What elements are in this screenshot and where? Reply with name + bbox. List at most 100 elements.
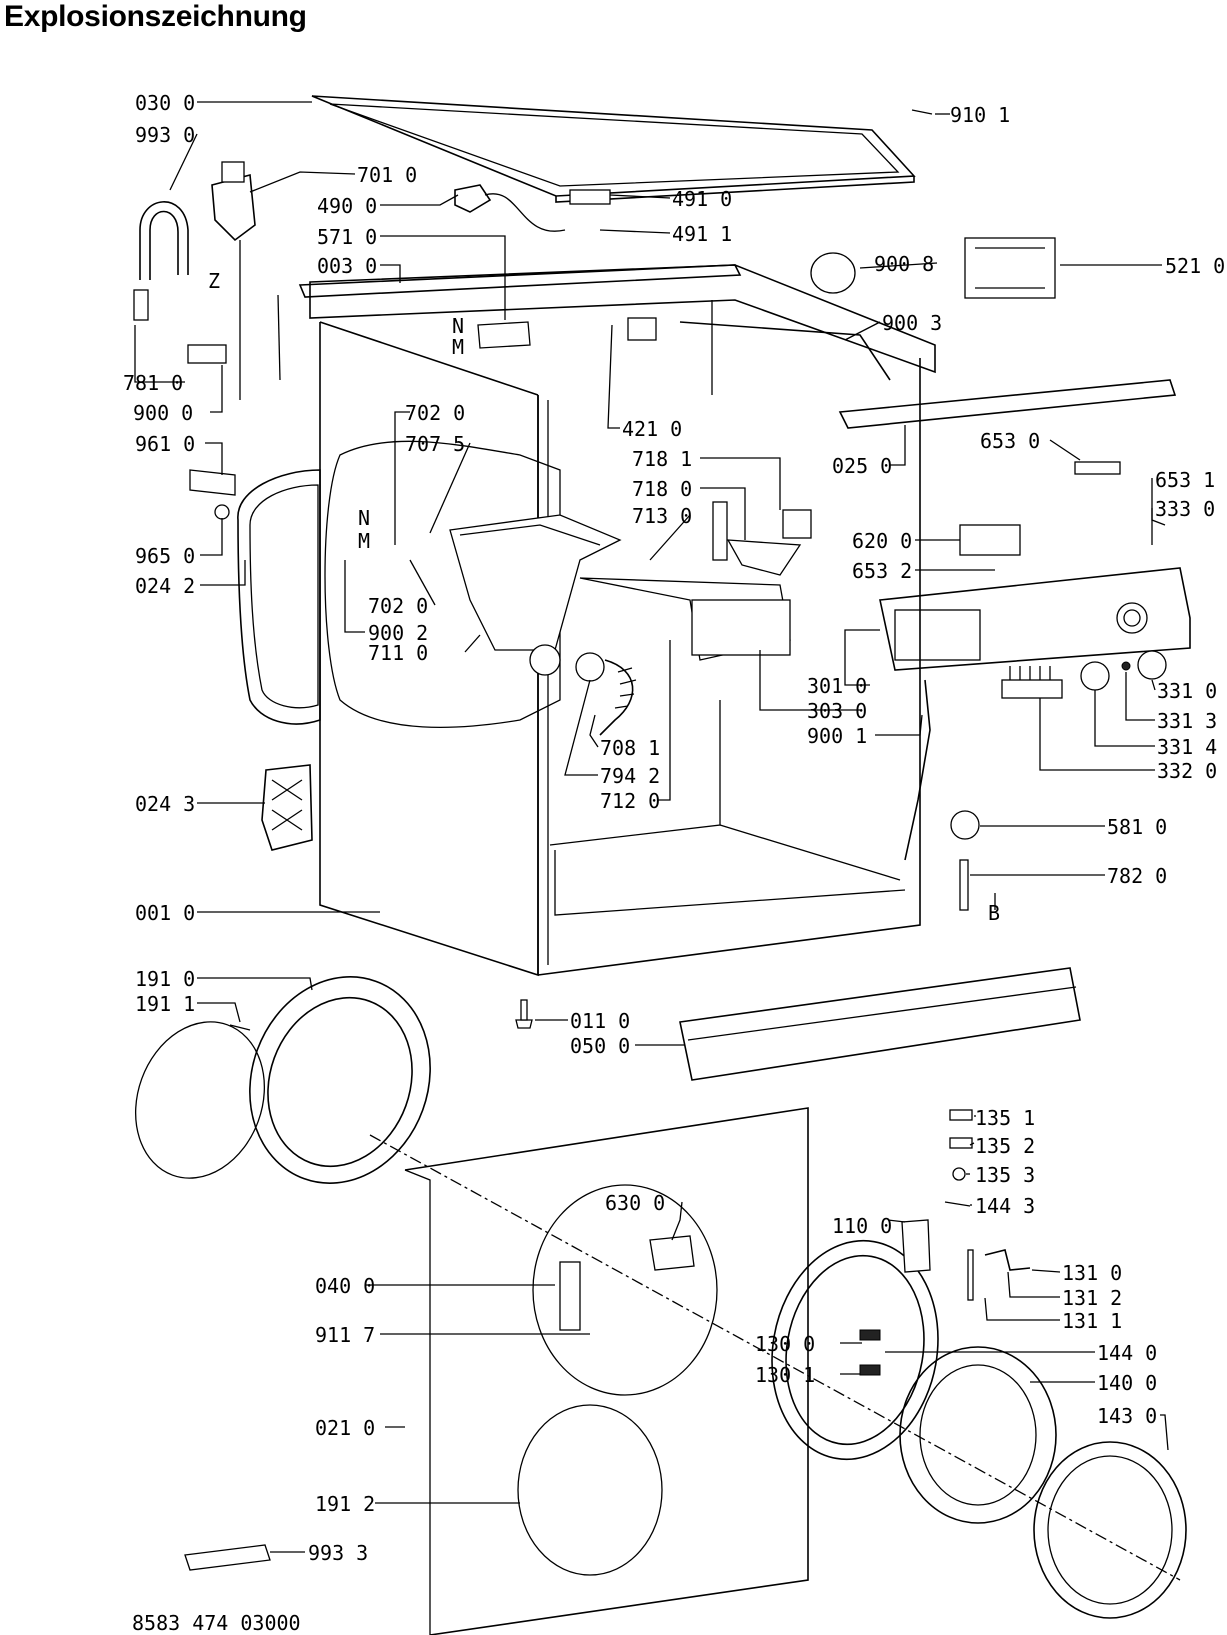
adjustable-foot	[515, 1019, 533, 1029]
part-label: 003 0	[317, 254, 377, 278]
part-label: 713 0	[632, 504, 692, 528]
door-outer-ring	[1033, 1441, 1187, 1619]
marker-z: Z	[208, 269, 220, 293]
door-seal	[249, 976, 431, 1184]
screw-1443	[944, 1201, 971, 1207]
part-label: 030 0	[135, 91, 195, 115]
part-label: 191 2	[315, 1492, 375, 1516]
pressure-hose	[959, 859, 969, 911]
hinge-pin-bottom	[859, 1364, 881, 1376]
part-label: 303 0	[807, 699, 867, 723]
part-label: 135 3	[975, 1163, 1035, 1187]
part-label: 900 2	[368, 621, 428, 645]
marker-n-valve: N	[452, 314, 464, 338]
part-label: 910 1	[950, 103, 1010, 127]
part-label: 331 4	[1157, 735, 1217, 759]
knob-331-4	[1080, 661, 1110, 691]
part-label: 653 2	[852, 559, 912, 583]
marker-b: B	[988, 901, 1000, 925]
part-label: 025 0	[832, 454, 892, 478]
suppressor	[569, 189, 611, 205]
part-label: 143 0	[1097, 1404, 1157, 1428]
part-label: 653 1	[1155, 468, 1215, 492]
part-label: 900 3	[882, 311, 942, 335]
markers: Z B N M N M	[208, 269, 1000, 925]
part-label: 130 0	[755, 1332, 815, 1356]
hinge-pin-top	[859, 1329, 881, 1341]
part-label: 702 0	[368, 594, 428, 618]
pressure-switch	[950, 810, 980, 840]
part-label: 021 0	[315, 1416, 375, 1440]
part-label: 001 0	[135, 901, 195, 925]
spring-1352	[949, 1137, 973, 1149]
part-label: 024 3	[135, 792, 195, 816]
part-label: 131 1	[1062, 1309, 1122, 1333]
part-label: 130 1	[755, 1363, 815, 1387]
display-board	[959, 524, 1021, 556]
part-label: 491 0	[672, 187, 732, 211]
part-label: 993 0	[135, 123, 195, 147]
tub-frame	[237, 469, 321, 725]
part-label: 911 7	[315, 1323, 375, 1347]
part-label: 490 0	[317, 194, 377, 218]
bracket	[187, 344, 227, 364]
part-drawings	[133, 95, 1191, 1635]
part-label: 900 1	[807, 724, 867, 748]
part-label: 024 2	[135, 574, 195, 598]
part-label: 718 0	[632, 477, 692, 501]
part-label: 653 0	[980, 429, 1040, 453]
part-label: 782 0	[1107, 864, 1167, 888]
part-label: 191 0	[135, 967, 195, 991]
part-label: 110 0	[832, 1214, 892, 1238]
part-label: 331 0	[1157, 679, 1217, 703]
kick-plate	[679, 967, 1081, 1081]
bearing-nut	[214, 504, 230, 520]
led-strip	[1074, 461, 1121, 475]
heater-cover	[261, 764, 313, 851]
door-glass	[899, 1346, 1057, 1524]
screw-1351	[949, 1109, 973, 1121]
mains-plug	[454, 184, 492, 213]
push-buttons	[1001, 679, 1063, 699]
part-labels: 030 0 993 0 701 0 490 0 571 0 003 0 781 …	[123, 91, 1225, 1565]
part-label: 011 0	[570, 1009, 630, 1033]
part-label: 712 0	[600, 789, 660, 813]
top-rail	[298, 264, 742, 298]
part-label: 993 3	[308, 1541, 368, 1565]
part-label: 961 0	[135, 432, 195, 456]
leader-lines	[134, 101, 1169, 1553]
dispenser-housing	[449, 514, 622, 651]
door-opening	[532, 1184, 718, 1396]
part-label: 050 0	[570, 1034, 630, 1058]
programmer-motor	[810, 252, 856, 294]
door-hinge	[559, 1261, 581, 1331]
door-seal-inner	[267, 996, 413, 1168]
part-label: 191 1	[135, 992, 195, 1016]
part-label: 965 0	[135, 544, 195, 568]
part-label: 701 0	[357, 163, 417, 187]
part-label: 135 2	[975, 1134, 1035, 1158]
part-label: 707 5	[405, 432, 465, 456]
washer-1353	[952, 1167, 966, 1181]
part-label: 144 0	[1097, 1341, 1157, 1365]
part-label: 521 0	[1165, 254, 1225, 278]
part-label: 702 0	[405, 401, 465, 425]
inlet-valve	[477, 321, 531, 349]
marker-m-valve: M	[452, 335, 464, 359]
part-label: 794 2	[600, 764, 660, 788]
spanner-tool	[184, 1544, 271, 1571]
part-label: 781 0	[123, 371, 183, 395]
door-frame	[771, 1239, 939, 1461]
part-label: 135 1	[975, 1106, 1035, 1130]
part-label: 711 0	[368, 641, 428, 665]
marker-n-dispenser: N	[358, 506, 370, 530]
bellows	[599, 659, 634, 736]
part-label: 630 0	[605, 1191, 665, 1215]
knob-331	[1137, 650, 1167, 680]
panel-harness	[904, 679, 931, 861]
part-label: 332 0	[1157, 759, 1217, 783]
part-label: 421 0	[622, 417, 682, 441]
part-label: 620 0	[852, 529, 912, 553]
document-number: 8583 474 03000	[132, 1611, 301, 1635]
front-panel	[404, 1107, 809, 1635]
